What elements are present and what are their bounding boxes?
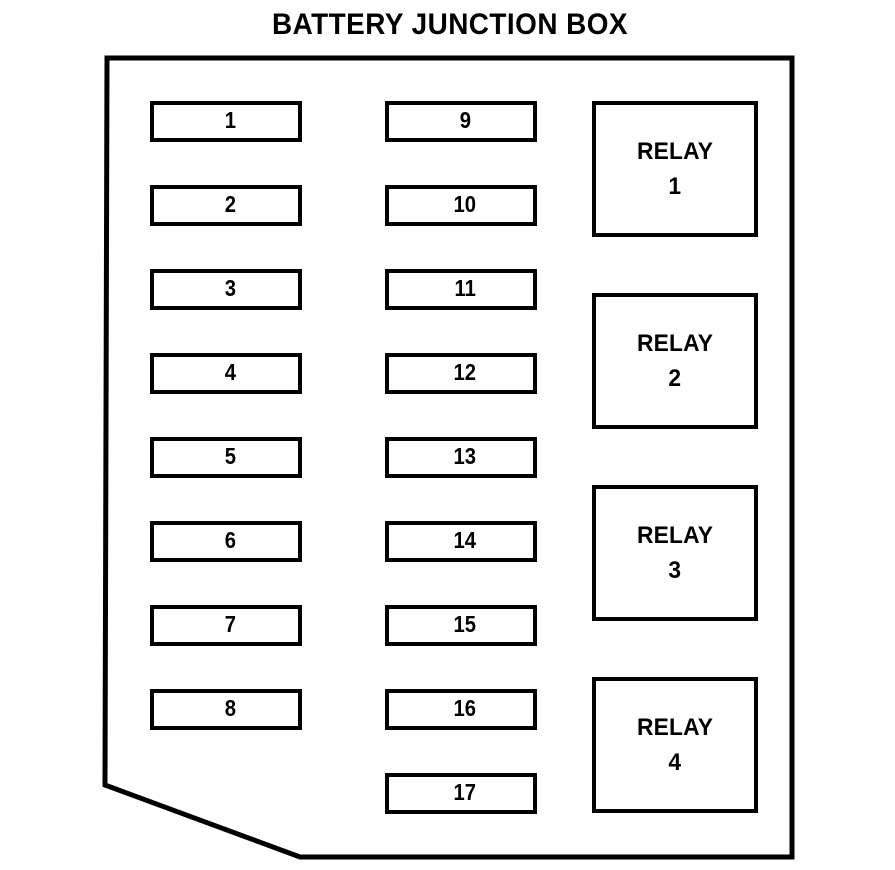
fuse-slot-label: 10 (453, 191, 477, 217)
relay-box-3[interactable]: RELAY 3 (592, 485, 758, 621)
fuse-slot-label: 7 (224, 611, 236, 637)
relay-box-number: 1 (668, 172, 682, 200)
fuse-slot-7[interactable]: 7 (150, 605, 302, 646)
relay-box-4[interactable]: RELAY 4 (592, 677, 758, 813)
fuse-slot-label: 3 (224, 275, 236, 301)
fuse-slot-label: 11 (454, 275, 476, 301)
relay-box-number: 3 (668, 556, 682, 584)
fuse-slot-label: 8 (224, 695, 236, 721)
fuse-slot-label: 14 (453, 527, 477, 553)
fuse-slot-label: 4 (224, 359, 236, 385)
fuse-slot-13[interactable]: 13 (385, 437, 537, 478)
relay-box-1[interactable]: RELAY 1 (592, 101, 758, 237)
relay-box-name: RELAY (636, 330, 714, 358)
fuse-slot-5[interactable]: 5 (150, 437, 302, 478)
fuse-slot-10[interactable]: 10 (385, 185, 537, 226)
relay-box-number: 2 (668, 364, 682, 392)
fuse-slot-1[interactable]: 1 (150, 101, 302, 142)
fuse-slot-17[interactable]: 17 (385, 773, 537, 814)
fuse-slot-label: 9 (459, 107, 471, 133)
fuse-slot-4[interactable]: 4 (150, 353, 302, 394)
fuse-slot-6[interactable]: 6 (150, 521, 302, 562)
fuse-slot-label: 17 (453, 779, 477, 805)
fuse-slot-label: 5 (224, 443, 236, 469)
fuse-slot-8[interactable]: 8 (150, 689, 302, 730)
relay-box-name: RELAY (636, 714, 714, 742)
fuse-slot-14[interactable]: 14 (385, 521, 537, 562)
relay-box-2[interactable]: RELAY 2 (592, 293, 758, 429)
relay-box-name: RELAY (636, 522, 714, 550)
fuse-slot-label: 2 (224, 191, 236, 217)
fuse-slot-15[interactable]: 15 (385, 605, 537, 646)
fuse-slot-3[interactable]: 3 (150, 269, 302, 310)
fuse-slot-11[interactable]: 11 (385, 269, 537, 310)
fuse-slot-9[interactable]: 9 (385, 101, 537, 142)
relay-box-number: 4 (668, 748, 682, 776)
fuse-slot-16[interactable]: 16 (385, 689, 537, 730)
fuse-slot-2[interactable]: 2 (150, 185, 302, 226)
fuse-slot-12[interactable]: 12 (385, 353, 537, 394)
fuse-slot-label: 13 (453, 443, 477, 469)
page-title: BATTERY JUNCTION BOX (271, 8, 629, 41)
fuse-slot-label: 16 (453, 695, 477, 721)
fuse-slot-label: 12 (453, 359, 477, 385)
fuse-slot-label: 1 (224, 107, 236, 133)
fuse-slot-label: 15 (453, 611, 477, 637)
relay-box-name: RELAY (636, 138, 714, 166)
fuse-slot-label: 6 (224, 527, 236, 553)
